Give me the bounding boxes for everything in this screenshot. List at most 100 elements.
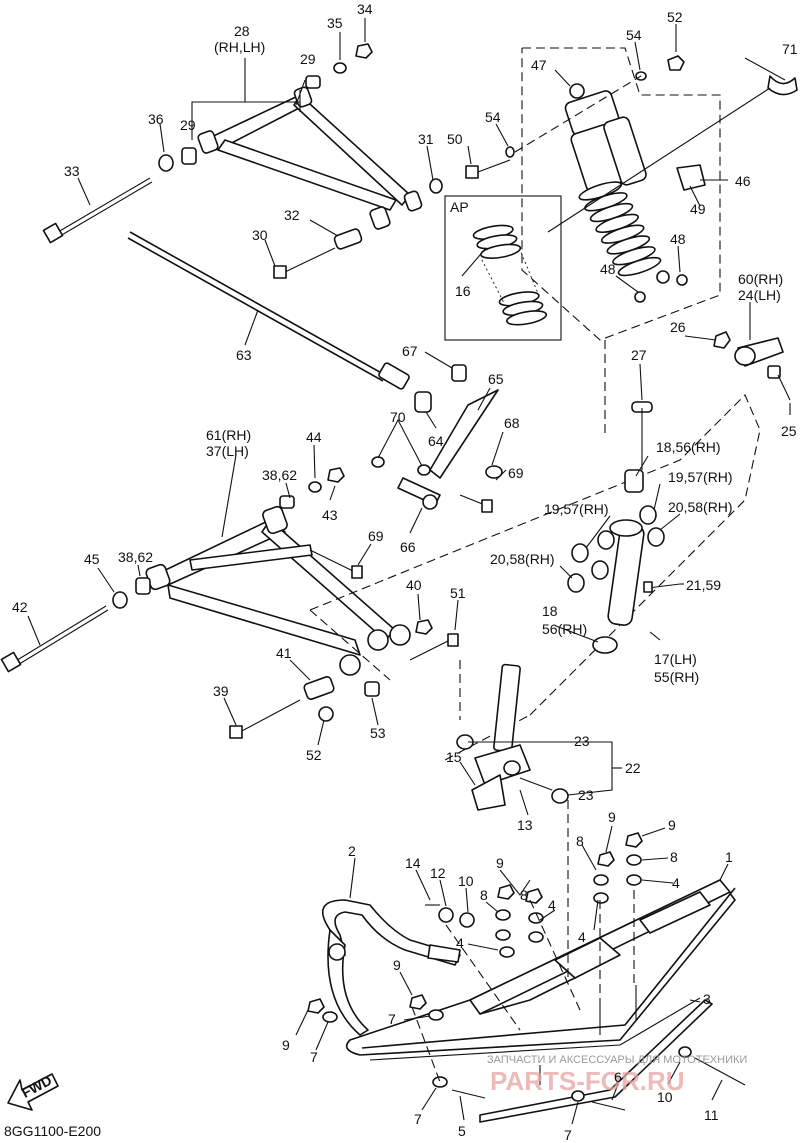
label-9-d: 9 <box>393 957 401 973</box>
label-7-d: 7 <box>564 1127 572 1143</box>
label-15: 15 <box>446 749 462 765</box>
ski-fasteners <box>307 832 746 1111</box>
label-6: 6 <box>614 1069 622 1085</box>
label-42: 42 <box>12 599 28 615</box>
lower-arm-fasteners <box>0 467 459 739</box>
label-38-62-bottom: 38,62 <box>118 549 153 565</box>
shock-absorber <box>564 83 688 303</box>
label-61-rh: 61(RH) <box>206 427 251 443</box>
label-8-a: 8 <box>576 833 584 849</box>
label-60-rh: 60(RH) <box>738 271 783 287</box>
label-8-d: 8 <box>520 887 528 903</box>
leader-lines <box>27 18 791 1125</box>
label-30: 30 <box>252 227 268 243</box>
label-24-lh: 24(LH) <box>738 287 781 303</box>
label-16: 16 <box>455 283 471 299</box>
upper-arm-fasteners <box>42 43 443 279</box>
label-29-top: 29 <box>300 51 316 67</box>
label-11: 11 <box>704 1107 719 1123</box>
label-55-rh: 55(RH) <box>654 669 699 685</box>
label-4-b: 4 <box>548 897 556 913</box>
label-22: 22 <box>625 760 641 776</box>
label-13: 13 <box>517 817 533 833</box>
ap-spring-box <box>444 195 562 341</box>
steering-arm <box>713 331 791 401</box>
guide-lines <box>411 800 635 1083</box>
label-68: 68 <box>504 415 520 431</box>
label-8-c: 8 <box>480 887 488 903</box>
label-4-c: 4 <box>578 929 586 945</box>
label-52-bottom: 52 <box>306 747 322 763</box>
label-40: 40 <box>406 577 422 593</box>
label-54-top: 54 <box>626 27 642 43</box>
lower-a-arm <box>145 505 411 676</box>
label-10-b: 10 <box>657 1089 673 1105</box>
label-36: 36 <box>148 111 164 127</box>
label-7-c: 7 <box>414 1111 422 1127</box>
label-7-b: 7 <box>310 1049 318 1065</box>
spindle-outline <box>309 340 761 761</box>
watermark: ЗАПЧАСТИ И АКСЕССУАРЫ ДЛЯ МОТОТЕХНИКИ PA… <box>487 1054 747 1096</box>
label-50: 50 <box>447 131 463 147</box>
label-18-56-rh: 18,56(RH) <box>656 439 721 455</box>
label-2: 2 <box>348 843 356 859</box>
ski <box>345 879 736 1123</box>
label-7-a: 7 <box>388 1011 396 1027</box>
label-20-58-rh-right: 20,58(RH) <box>668 499 733 515</box>
label-17-lh: 17(LH) <box>654 651 697 667</box>
label-63: 63 <box>236 347 252 363</box>
label-53: 53 <box>370 725 386 741</box>
diagram-code: 8GG1100-E200 <box>4 1123 101 1139</box>
label-67: 67 <box>402 343 418 359</box>
label-39: 39 <box>213 683 229 699</box>
long-shaft <box>127 231 410 390</box>
label-20-58-rh-left: 20,58(RH) <box>490 551 555 567</box>
watermark-line2: PARTS-FOR.RU <box>490 1066 685 1096</box>
label-19-57-rh-left: 19,57(RH) <box>544 501 609 517</box>
shock-clips <box>547 57 798 233</box>
part-labels: 28 (RH,LH) 35 34 29 36 29 33 31 32 30 47… <box>4 1 798 1143</box>
label-12: 12 <box>430 865 446 881</box>
label-8-b: 8 <box>670 849 678 865</box>
label-31: 31 <box>418 131 434 147</box>
label-21-59: 21,59 <box>686 577 721 593</box>
upper-a-arm <box>197 86 423 230</box>
label-52-top: 52 <box>667 9 683 25</box>
ski-handle <box>321 899 461 1036</box>
label-28-rh-lh: (RH,LH) <box>214 39 265 55</box>
label-46: 46 <box>735 173 751 189</box>
label-64: 64 <box>428 433 444 449</box>
label-51: 51 <box>450 585 466 601</box>
label-33: 33 <box>64 163 80 179</box>
label-3: 3 <box>703 991 711 1007</box>
label-1: 1 <box>725 849 733 865</box>
label-4-a: 4 <box>672 875 680 891</box>
label-45: 45 <box>84 551 100 567</box>
label-48-right: 48 <box>670 231 686 247</box>
label-9-b: 9 <box>668 817 676 833</box>
label-ap: AP <box>450 199 469 215</box>
label-66: 66 <box>400 539 416 555</box>
label-41: 41 <box>276 645 292 661</box>
label-5: 5 <box>458 1123 466 1139</box>
spindle <box>567 401 681 654</box>
label-23-top: 23 <box>574 733 590 749</box>
label-43: 43 <box>322 507 338 523</box>
label-37-lh: 37(LH) <box>206 443 249 459</box>
watermark-line1: ЗАПЧАСТИ И АКСЕССУАРЫ ДЛЯ МОТОТЕХНИКИ <box>487 1054 747 1066</box>
label-35: 35 <box>327 15 343 31</box>
label-48-left: 48 <box>600 261 616 277</box>
label-38-62-top: 38,62 <box>262 467 297 483</box>
label-47: 47 <box>531 57 547 73</box>
label-9-e: 9 <box>282 1037 290 1053</box>
label-10-a: 10 <box>458 873 474 889</box>
stabilizer-link <box>371 364 503 513</box>
label-26: 26 <box>670 319 686 335</box>
shock-fasteners <box>465 55 728 181</box>
label-69-top: 69 <box>508 465 524 481</box>
label-44: 44 <box>306 429 322 445</box>
label-71: 71 <box>782 41 798 57</box>
label-32: 32 <box>284 207 300 223</box>
label-9-c: 9 <box>496 855 504 871</box>
label-4-d: 4 <box>456 935 464 951</box>
